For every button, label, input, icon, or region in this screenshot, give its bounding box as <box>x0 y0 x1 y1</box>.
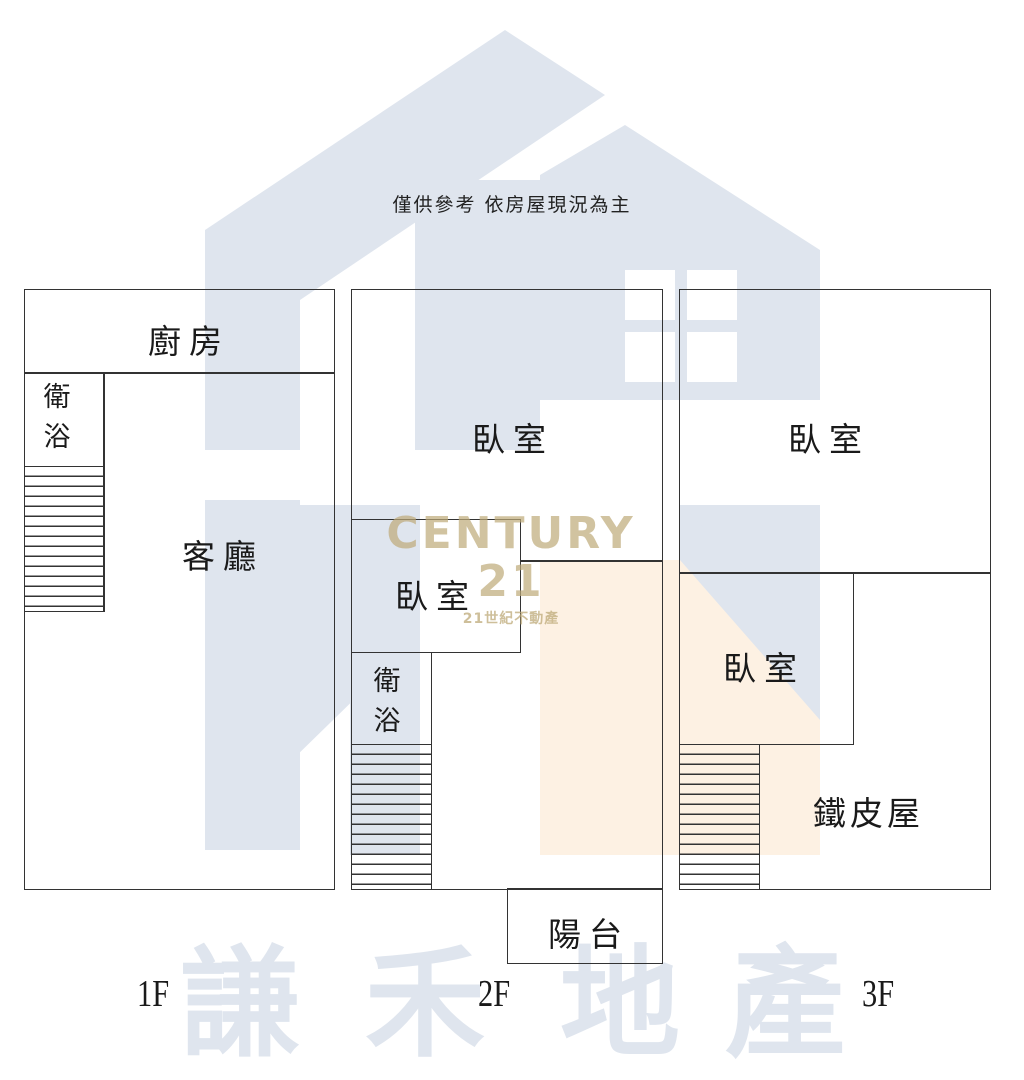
agency-watermark-char: 謙 <box>180 935 300 1074</box>
room-bedroom-2f-b-label: 臥室 <box>395 577 477 616</box>
bathroom-label-line1: 衛 <box>373 666 401 697</box>
staircase-3f <box>679 744 760 890</box>
staircase-2f <box>351 744 432 890</box>
century21-subtitle: 21世紀不動產 <box>462 611 560 627</box>
century21-logo: CENTURY 21 21世紀不動產 <box>356 510 666 628</box>
bathroom-label-line2: 浴 <box>43 422 71 453</box>
agency-watermark-char: 地 <box>560 935 680 1074</box>
agency-watermark-char: 禾 <box>365 935 485 1074</box>
bathroom-label-line2: 浴 <box>373 706 401 737</box>
room-living-room-label: 客廳 <box>182 537 264 576</box>
century21-wordmark: CENTURY 21 <box>386 508 636 607</box>
room-balcony <box>507 888 663 964</box>
kitchen-divider <box>24 372 335 374</box>
floor-label-1f: 1F <box>137 973 170 1015</box>
agency-watermark-char: 產 <box>725 935 845 1074</box>
room-bedroom-2f-b <box>351 519 521 653</box>
room-bedroom-3f-b <box>679 572 854 745</box>
room-kitchen-label: 廚房 <box>148 322 230 361</box>
room-tin-shed-label: 鐵皮屋 <box>813 794 924 833</box>
floor-label-3f: 3F <box>862 973 895 1015</box>
room-bedroom-2f-a-label: 臥室 <box>472 420 554 459</box>
room-balcony-label: 陽台 <box>548 915 630 954</box>
wall <box>520 560 662 562</box>
floor-label-2f: 2F <box>478 973 511 1015</box>
room-bedroom-3f-a-label: 臥室 <box>788 420 870 459</box>
disclaimer-text: 僅供參考 依房屋現況為主 <box>392 194 632 216</box>
bathroom-label-line1: 衛 <box>43 382 71 413</box>
wall <box>103 372 105 612</box>
room-bedroom-3f-b-label: 臥室 <box>723 649 805 688</box>
staircase-1f <box>24 466 104 612</box>
